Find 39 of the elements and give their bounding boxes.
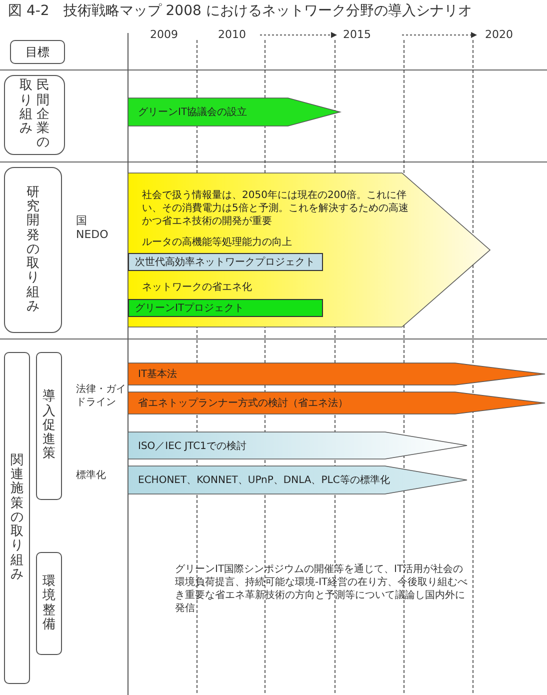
roadmap-band	[128, 98, 340, 126]
category-label: 導入促進策	[42, 390, 56, 462]
section-heading: ネットワークの省エネ化	[142, 281, 253, 294]
category-box	[4, 352, 30, 684]
category-box	[36, 552, 62, 655]
goal-box	[10, 40, 65, 64]
year-label: 2010	[218, 28, 246, 42]
row-label: 法律・ガイドライン	[76, 383, 126, 409]
project-bar	[128, 253, 323, 271]
category-label: 環境整備	[42, 574, 56, 632]
arrow-label: ECHONET、KONNET、UPnP、DNLA、PLC等の標準化	[138, 474, 390, 487]
note-text: グリーンIT国際シンポジウムの開催等を通じて、IT活用が社会の環境負荷提言、持続可能な環境-IT経営の在り方、今後取り組むべき重要な省エネ革新技術の方向と予測等について議論し国内外に発信	[175, 563, 469, 615]
arrow-label: 省エネトップランナー方式の検討（省エネ法）	[138, 396, 348, 410]
roadmap-band	[128, 432, 467, 459]
section-heading: ルータの高機能等処理能力の向上	[142, 236, 293, 249]
arrow-label: IT基本法	[138, 368, 178, 381]
category-box	[4, 75, 65, 155]
project-label: 次世代高効率ネットワークプロジェクト	[135, 256, 315, 269]
project-bar	[128, 299, 323, 317]
goal-label: 目標	[26, 44, 50, 60]
arrow-label: ISO／IEC JTC1での検討	[138, 440, 246, 452]
arrow-label: グリーンIT協議会の設立	[138, 106, 248, 119]
row-label: 標準化	[76, 469, 106, 482]
roadmap-band	[128, 363, 545, 385]
roadmap-band	[128, 392, 545, 414]
row-label: 国 NEDO	[76, 214, 110, 243]
category-box	[4, 167, 62, 333]
description-text: 社会で扱う情報量は、2050年には現在の200倍。これに伴い、その消費電力は5倍と予測。これを解決するための高速かつ省エネ技術の開発が重要	[142, 189, 410, 228]
category-label: 関連施策の取り組み	[10, 454, 24, 582]
category-label: 研究開発の取り組み	[26, 186, 40, 314]
diagram-title: 図 4-2 技術戦略マップ 2008 におけるネットワーク分野の導入シナリオ	[8, 2, 472, 20]
roadmap-band	[128, 173, 490, 327]
category-label: 民間企業の取り組み	[18, 79, 50, 151]
year-label: 2009	[150, 28, 178, 42]
year-label: 2015	[343, 28, 371, 42]
year-label: 2020	[485, 28, 513, 42]
project-label: グリーンITプロジェクト	[135, 302, 244, 315]
category-box	[36, 352, 62, 500]
roadmap-band	[128, 466, 467, 494]
